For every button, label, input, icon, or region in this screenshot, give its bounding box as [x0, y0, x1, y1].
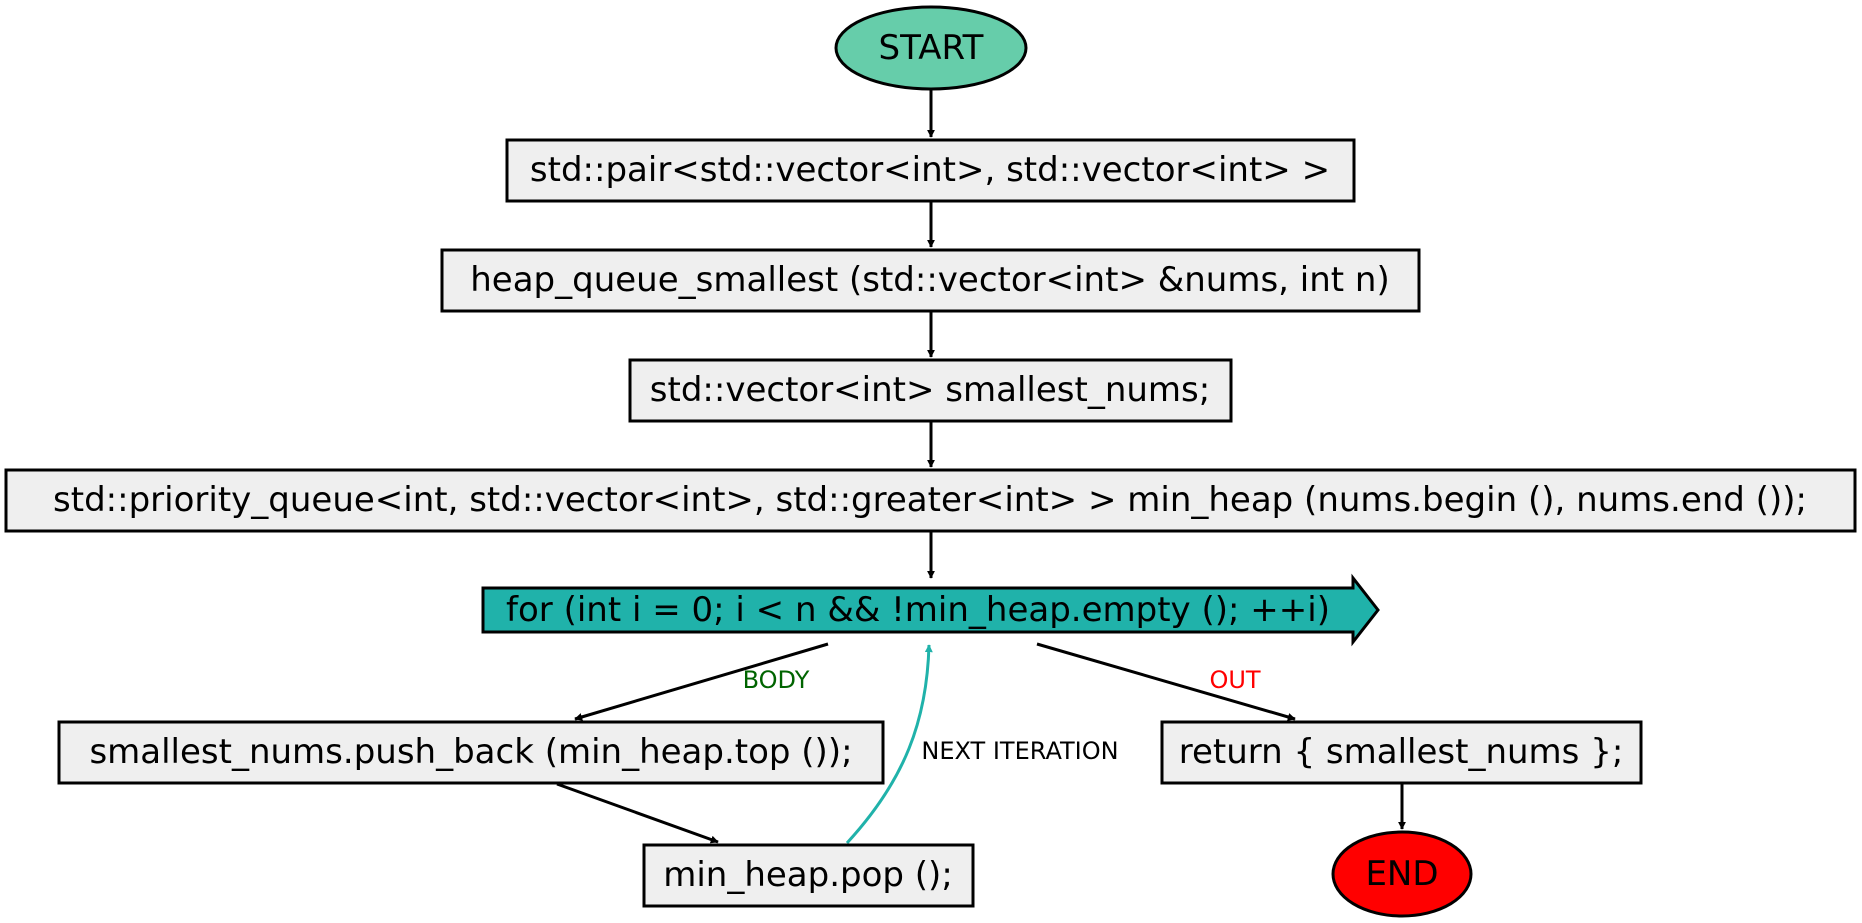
- decl-smallest-label: std::vector<int> smallest_nums;: [650, 370, 1210, 410]
- end-node: [1331, 830, 1473, 918]
- edge-out: [1036, 642, 1296, 721]
- decl-heap-label: std::priority_queue<int, std::vector<int…: [53, 480, 1807, 520]
- decl-heap-node: [4, 468, 1857, 533]
- pop-label: min_heap.pop ();: [663, 855, 953, 895]
- signature-type-node: [505, 138, 1356, 203]
- return-label: return { smallest_nums };: [1179, 732, 1624, 772]
- signature-name-label: heap_queue_smallest (std::vector<int> &n…: [470, 260, 1390, 300]
- start-node: [834, 5, 1028, 91]
- edge-label-out: OUT: [1209, 666, 1260, 694]
- return-node: [1160, 720, 1643, 785]
- push-back-label: smallest_nums.push_back (min_heap.top ()…: [89, 732, 852, 772]
- edge-push-to-pop: [556, 782, 719, 844]
- signature-type-label: std::pair<std::vector<int>, std::vector<…: [530, 150, 1330, 190]
- decl-smallest-node: [628, 358, 1233, 423]
- edge-label-body: BODY: [743, 666, 810, 694]
- edge-body: [574, 642, 829, 721]
- start-label: START: [879, 28, 984, 68]
- edge-label-next-iteration: NEXT ITERATION: [921, 737, 1118, 765]
- end-label: END: [1365, 854, 1438, 894]
- loop-label: for (int i = 0; i < n && !min_heap.empty…: [506, 590, 1330, 630]
- pop-node: [642, 843, 975, 908]
- loop-node: [481, 573, 1380, 647]
- signature-name-node: [440, 248, 1421, 313]
- edge-next-iteration: [845, 644, 933, 845]
- push-back-node: [57, 720, 885, 785]
